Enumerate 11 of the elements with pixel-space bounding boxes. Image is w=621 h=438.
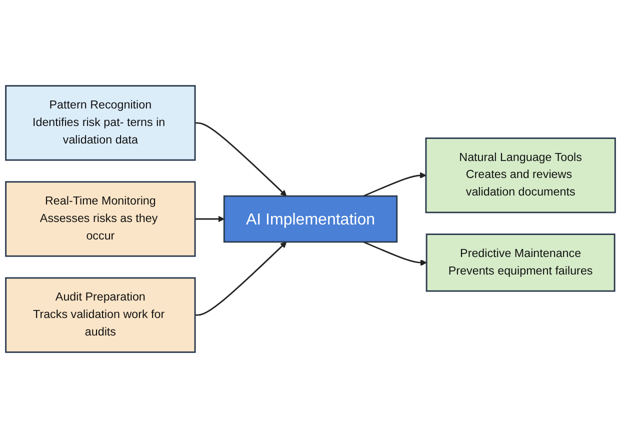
node-box: Real-Time Monitoring Assesses risks as they occur — [5, 181, 196, 257]
node-box: Natural Language Tools Creates and reviews validation documents — [425, 138, 616, 214]
node-box: AI Implementation — [223, 195, 398, 243]
node-box: Audit Preparation Tracks validation work for audits — [5, 277, 196, 353]
arrow — [195, 242, 287, 316]
arrow — [363, 241, 427, 266]
node-box: Predictive Maintenance Prevents equipment failures — [426, 234, 616, 292]
node-box: Pattern Recognition Identifies risk pat- terns in validation data — [5, 85, 196, 161]
arrow — [195, 122, 287, 196]
arrow — [363, 172, 426, 197]
arrow — [195, 216, 224, 222]
